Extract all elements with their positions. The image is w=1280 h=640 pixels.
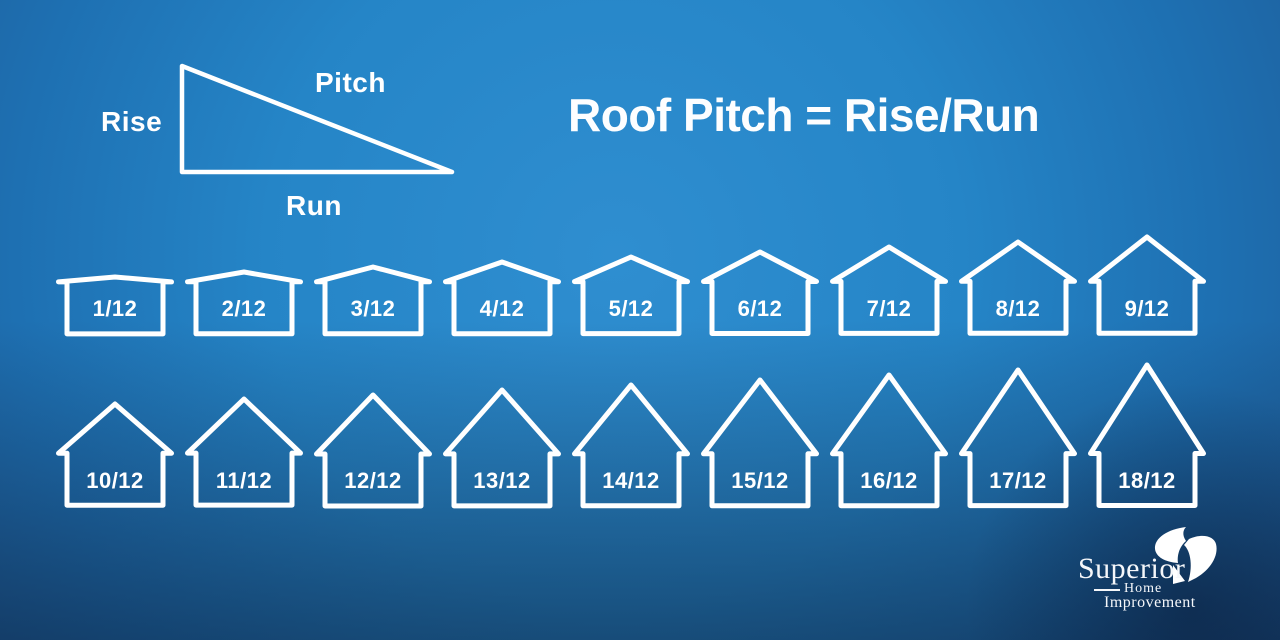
- house-pitch-label: 1/12: [92, 296, 138, 321]
- house-10-12: 10/12: [56, 401, 174, 509]
- house-pitch-label: 12/12: [344, 468, 402, 493]
- house-1-12: 1/12: [56, 274, 174, 337]
- house-outline-icon: [185, 269, 303, 337]
- house-outline-icon: [443, 387, 561, 509]
- house-pitch-label: 2/12: [221, 296, 267, 321]
- house-17-12: 17/12: [959, 367, 1077, 509]
- house-outline-icon: [959, 367, 1077, 509]
- house-pitch-label: 16/12: [860, 468, 918, 493]
- house-outline-icon: [314, 392, 432, 509]
- house-7-12: 7/12: [830, 244, 948, 337]
- house-outline-icon: [185, 396, 303, 508]
- house-2-12: 2/12: [185, 269, 303, 337]
- logo-house-swoosh-icon: [1154, 527, 1217, 584]
- house-5-12: 5/12: [572, 254, 690, 337]
- house-13-12: 13/12: [443, 387, 561, 509]
- house-15-12: 15/12: [701, 377, 819, 509]
- houses-row-low-pitch: 1/12 2/12 3/12 4/12 5/12 6/12 7/12 8/12 9/12: [56, 234, 1206, 337]
- house-12-12: 12/12: [314, 392, 432, 509]
- house-pitch-label: 14/12: [602, 468, 660, 493]
- house-pitch-label: 4/12: [479, 296, 525, 321]
- house-4-12: 4/12: [443, 259, 561, 337]
- house-outline-icon: [56, 274, 174, 337]
- pitch-label: Pitch: [315, 67, 386, 98]
- house-pitch-label: 10/12: [86, 468, 144, 493]
- house-pitch-label: 13/12: [473, 468, 531, 493]
- page-title: Roof Pitch = Rise/Run: [568, 89, 1040, 141]
- house-outline-icon: [1088, 362, 1206, 508]
- house-pitch-label: 5/12: [608, 296, 654, 321]
- logo-name: Superior: [1078, 552, 1186, 585]
- house-outline-icon: [572, 382, 690, 509]
- house-16-12: 16/12: [830, 372, 948, 509]
- house-pitch-label: 15/12: [731, 468, 789, 493]
- pitch-triangle-icon: [179, 63, 455, 175]
- rise-label: Rise: [101, 106, 163, 137]
- house-11-12: 11/12: [185, 396, 303, 509]
- house-pitch-label: 11/12: [215, 468, 273, 493]
- logo-improvement-text: Improvement: [1104, 594, 1196, 611]
- house-pitch-label: 17/12: [989, 468, 1047, 493]
- house-pitch-label: 6/12: [737, 296, 783, 321]
- house-outline-icon: [701, 377, 819, 509]
- logo-dash-rule: [1094, 589, 1120, 591]
- house-outline-icon: [572, 254, 690, 337]
- run-label: Run: [286, 190, 342, 221]
- house-outline-icon: [1088, 234, 1206, 336]
- house-outline-icon: [56, 401, 174, 508]
- house-outline-icon: [830, 372, 948, 509]
- logo-home-text: Home: [1124, 581, 1163, 596]
- house-pitch-label: 3/12: [350, 296, 396, 321]
- house-outline-icon: [959, 239, 1077, 336]
- house-14-12: 14/12: [572, 382, 690, 509]
- house-8-12: 8/12: [959, 239, 1077, 337]
- house-6-12: 6/12: [701, 249, 819, 337]
- logo: Superior Home Improvement: [1078, 526, 1238, 611]
- house-3-12: 3/12: [314, 264, 432, 337]
- house-pitch-label: 18/12: [1118, 468, 1176, 493]
- house-outline-icon: [314, 264, 432, 337]
- houses-row-high-pitch: 10/12 11/12 12/12 13/12 14/12 15/12 16/12 17/12…: [56, 362, 1206, 509]
- house-pitch-label: 9/12: [1124, 296, 1170, 321]
- house-18-12: 18/12: [1088, 362, 1206, 509]
- house-pitch-label: 8/12: [995, 296, 1041, 321]
- house-pitch-label: 7/12: [866, 296, 912, 321]
- house-outline-icon: [830, 244, 948, 336]
- house-outline-icon: [443, 259, 561, 337]
- house-outline-icon: [701, 249, 819, 336]
- house-9-12: 9/12: [1088, 234, 1206, 337]
